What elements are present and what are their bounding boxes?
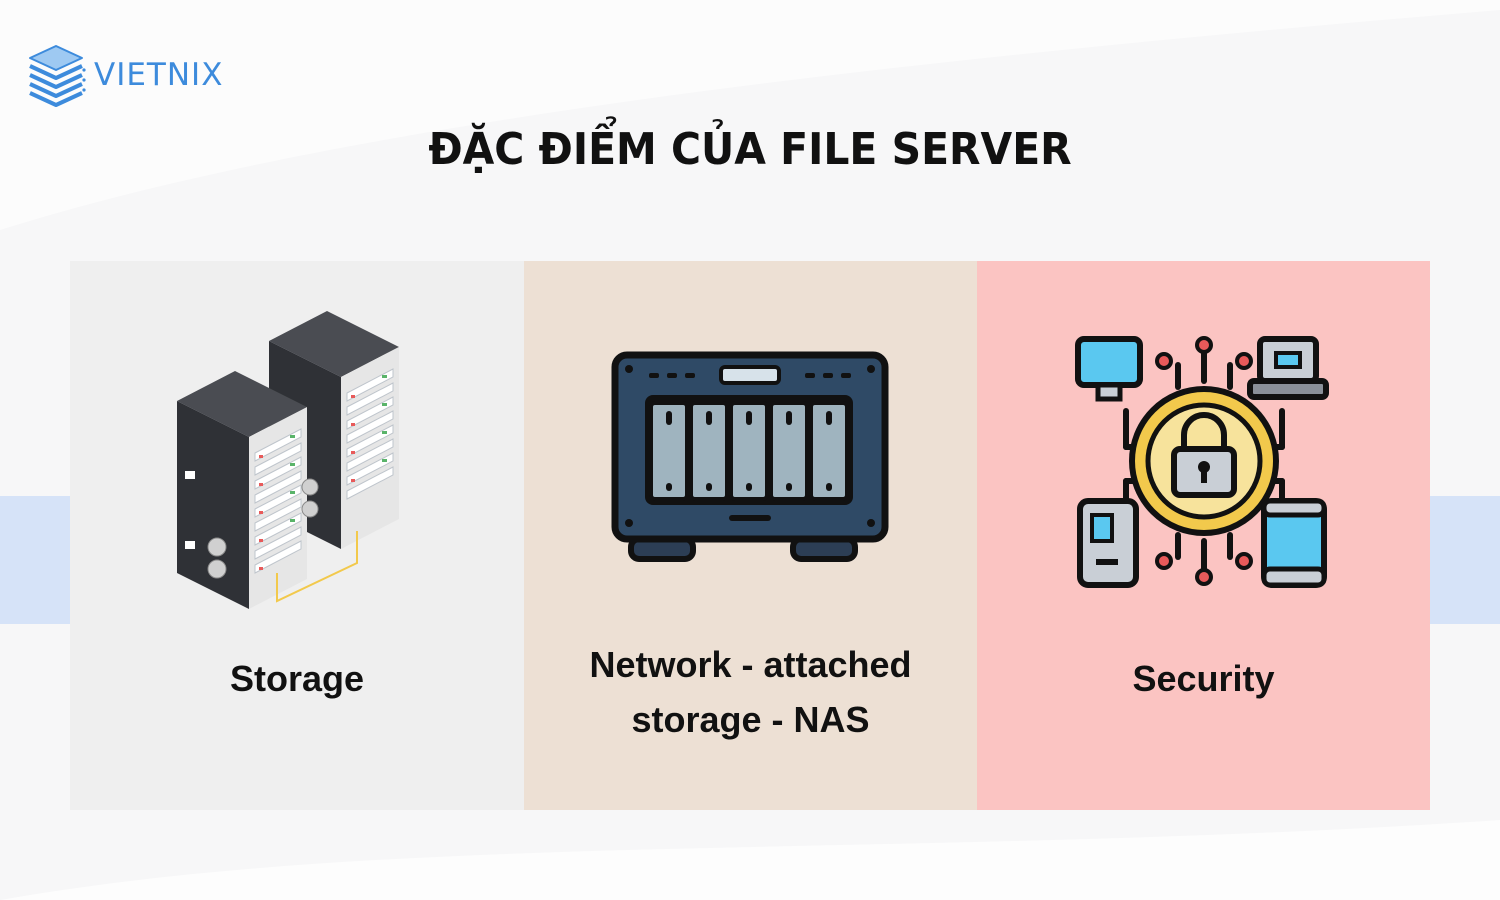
card-label-line: storage - NAS — [631, 699, 870, 740]
feature-card-nas: Network - attached storage - NAS — [524, 261, 977, 810]
brand-logo[interactable]: VIETNIX — [26, 42, 223, 108]
brand-name: VIETNIX — [94, 57, 224, 93]
card-label-line: Storage — [229, 658, 365, 699]
card-label-line: Security — [1132, 658, 1275, 699]
nas-device-icon — [611, 351, 888, 562]
side-band-left — [0, 496, 70, 624]
card-label: Storage — [90, 651, 504, 706]
card-label: Network - attached storage - NAS — [544, 637, 957, 747]
card-label-line: Network - attached — [589, 644, 912, 685]
card-label: Security — [997, 651, 1410, 706]
feature-card-storage: Storage — [70, 261, 524, 810]
feature-card-security: Security — [977, 261, 1430, 810]
feature-cards: Storage — [70, 261, 1430, 810]
network-lock-icon — [1074, 336, 1329, 588]
page-title: ĐẶC ĐIỂM CỦA FILE SERVER — [428, 124, 1072, 175]
side-band-right — [1430, 496, 1500, 624]
stacked-layers-icon — [29, 45, 86, 107]
server-rack-icon — [177, 311, 399, 609]
